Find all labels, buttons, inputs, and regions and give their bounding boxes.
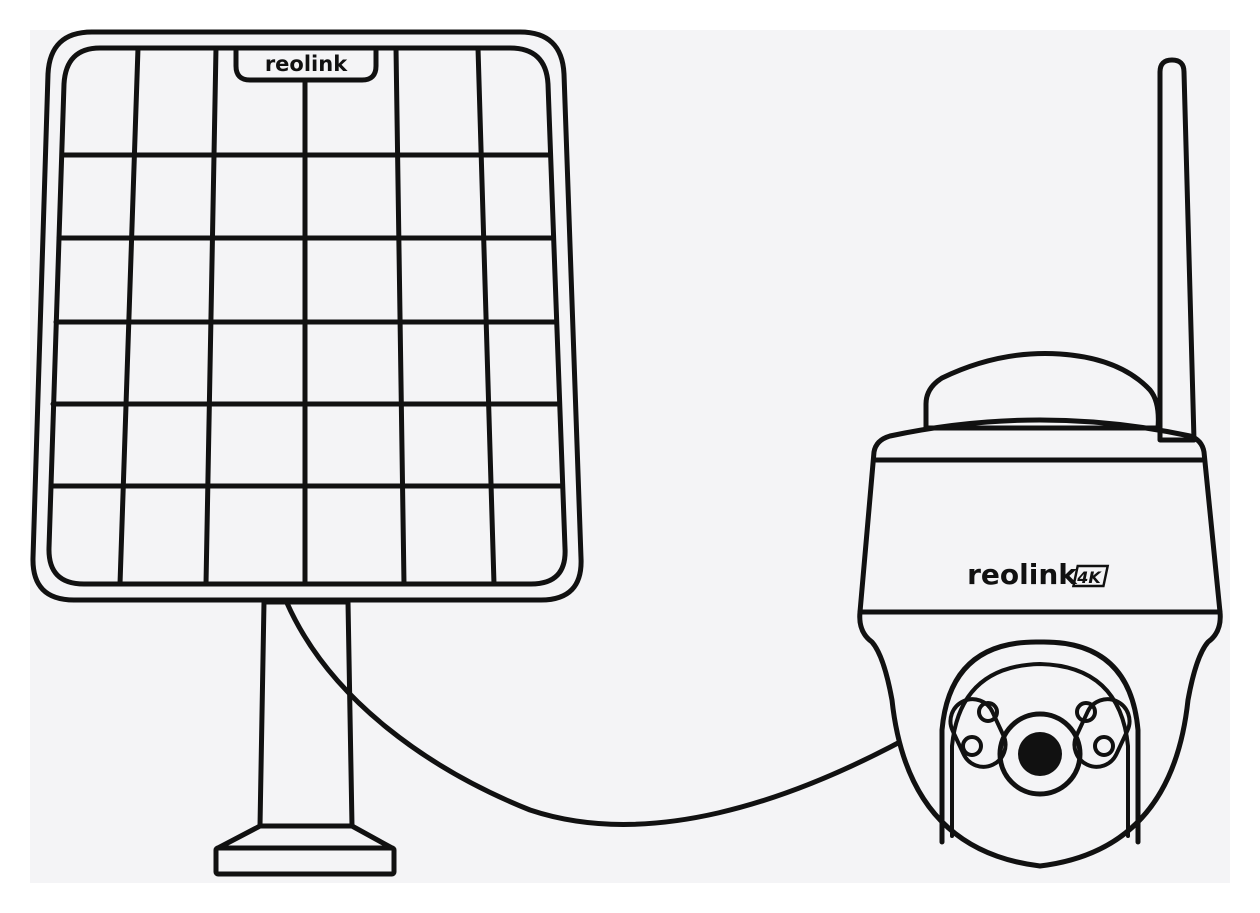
lens-glass <box>1018 732 1062 776</box>
ptz-camera: reolink 4K <box>857 57 1223 869</box>
panel-grid-horizontal <box>48 152 565 489</box>
camera-logo: reolink <box>967 558 1078 591</box>
solar-panel: reolink <box>30 29 584 603</box>
panel-logo: reolink <box>265 52 348 76</box>
camera-upper-body <box>857 417 1223 615</box>
lens-housing-inner <box>950 662 1130 838</box>
resolution-badge-frame <box>1071 564 1110 588</box>
antenna <box>1157 57 1197 443</box>
lens-housing-outer <box>939 639 1141 845</box>
right-light-pod <box>1072 697 1132 769</box>
panel-logo-tab <box>233 45 379 83</box>
lens-ring <box>997 711 1083 797</box>
power-cable <box>284 600 901 827</box>
camera-dome-cap <box>923 351 1161 431</box>
resolution-badge: 4K <box>1076 568 1102 587</box>
panel-grid-vertical <box>117 45 497 587</box>
camera-lower-body <box>857 609 1223 869</box>
left-light-pod <box>948 697 1008 769</box>
